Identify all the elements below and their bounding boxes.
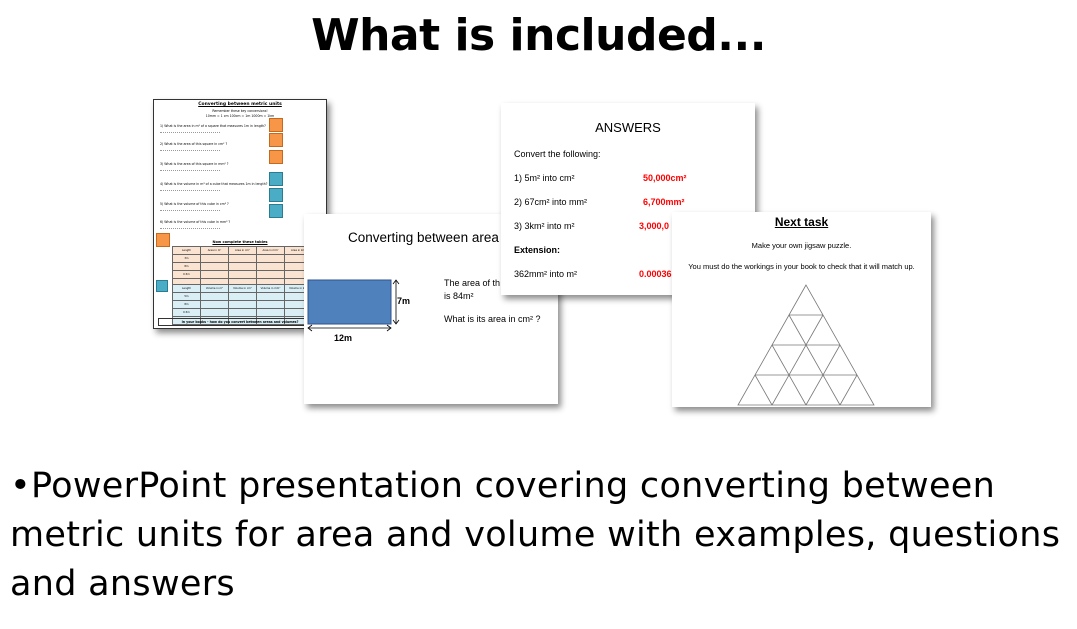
volume-header: Volume in mm³ [256,284,285,293]
area-row-label: 3m [172,254,201,263]
worksheet-conversions: 10mm = 1 cm 100cm = 1m 1000m = 1km [205,114,275,118]
blue-cube [156,280,168,292]
answer-line [160,150,220,151]
worksheet-question: 4) What is the volume in m³ of a cube th… [160,182,268,186]
worksheet-thumbnail: Converting between metric units Remember… [153,99,327,329]
answer-line [160,170,220,171]
answers-instruction: Convert the following: [514,149,601,159]
next-task-slide-thumbnail: Next task Make your own jigsaw puzzle. Y… [672,212,931,407]
worksheet-footer: In your books - how do you convert betwe… [158,318,322,326]
answer-value: 3,000,0 [639,221,670,231]
width-label: 12m [334,333,353,343]
blue-cube [269,204,283,218]
orange-square [269,133,283,147]
extension-label: Extension: [514,245,561,255]
next-task-line2: You must do the workings in your book to… [688,262,915,271]
volume-table: Length Volume in m³ Volume in cm³ Volume… [172,284,313,325]
answer-line [160,190,220,191]
answer-line [160,132,220,133]
answer-value: 50,000cm² [643,173,687,183]
area-header: Area in m² [200,246,229,255]
blue-cube [269,172,283,186]
volume-header: Volume in m³ [200,284,229,293]
area-text-line1: The area of th [444,278,501,288]
worksheet-question: 5) What is the volume of this cube in cm… [160,202,229,206]
blue-rectangle [307,279,392,325]
tables-heading: Now complete these tables [212,240,268,244]
answer-question: 3) 3km² into m² [514,221,575,231]
area-header: Length [172,246,201,255]
area-question: What is its area in cm² ? [444,314,541,324]
volume-header: Length [172,284,201,293]
worksheet-question: 1) What is the area in m² of a square th… [160,124,266,128]
rectangle-diagram [307,279,400,332]
extension-answer: 0.00036 [639,269,672,279]
answer-question: 2) 67cm² into mm² [514,197,588,207]
worksheet-heading: Converting between metric units [198,102,282,107]
answer-question: 1) 5m² into cm² [514,173,575,183]
answer-value: 6,700mm² [643,197,685,207]
page-title: What is included... [311,10,766,61]
volume-header: Volume in cm³ [228,284,257,293]
volume-row-label: 5m [172,292,201,301]
orange-square [269,150,283,164]
volume-row-label: 8m [172,300,201,309]
worksheet-question: 2) What is the area of this square in cm… [160,142,228,146]
orange-square [156,233,170,247]
volume-row-label: 0.5m [172,308,201,317]
worksheet-question: 3) What is the area of this square in mm… [160,162,229,166]
answer-line [160,210,220,211]
jigsaw-triangle [737,284,875,406]
area-header: Area in mm² [256,246,285,255]
height-label: 7m [397,296,411,306]
worksheet-reminder: Remember these key conversions! [212,109,268,113]
description-bullet: •PowerPoint presentation covering conver… [10,466,1061,604]
area-table: Length Area in m² Area in cm² Area in mm… [172,246,313,287]
extension-question: 362mm² into m² [514,269,578,279]
answer-line [160,228,220,229]
area-row-label: 8m [172,262,201,271]
orange-square [269,118,283,132]
area-text-line2: is 84m² [444,291,474,301]
area-row-label: 0.5m [172,270,201,279]
next-task-line1: Make your own jigsaw puzzle. [751,241,852,250]
next-task-title: Next task [774,215,829,229]
blue-cube [269,188,283,202]
worksheet-question: 6) What is the volume of this cube in mm… [160,220,231,224]
converting-slide-title: Converting between area [348,230,499,245]
answers-title: ANSWERS [595,120,661,135]
area-header: Area in cm² [228,246,257,255]
